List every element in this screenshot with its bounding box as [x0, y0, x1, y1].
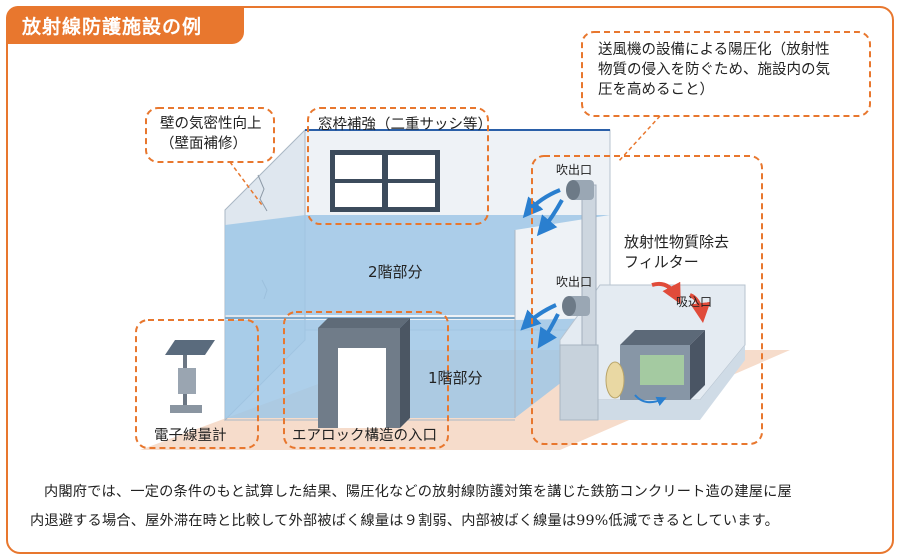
caption-line: 内閣府では、一定の条件のもと試算した結果、陽圧化などの放射線防護対策を講じた鉄筋…	[44, 484, 792, 500]
fan-outlet-icon	[566, 180, 594, 200]
callout-box-airlock	[283, 311, 449, 449]
filter-unit-icon	[605, 330, 705, 407]
callout-dosimeter: 電子線量計	[154, 428, 227, 444]
airflow-arrow	[520, 303, 557, 331]
airlock-entrance	[318, 318, 410, 428]
filter-room-front	[559, 344, 599, 421]
airflow-arrow	[537, 313, 560, 349]
airflow-arrow	[536, 199, 564, 237]
caption-paragraph: 内閣府では、一定の条件のもと試算した結果、陽圧化などの放射線防護対策を講じた鉄筋…	[30, 478, 878, 536]
leader-line	[229, 161, 263, 206]
callout-pressurization-line: 圧を高めること）	[598, 82, 714, 98]
floor2-zone	[225, 215, 610, 315]
callout-box-window	[307, 107, 489, 225]
callout-pressurization-line: 物質の侵入を防ぐため、施設内の気	[598, 62, 830, 78]
callout-wall-line: 壁の気密性向上	[160, 116, 262, 132]
callout-wall-line: （壁面補修）	[160, 136, 247, 152]
callout-filter-line: フィルター	[624, 253, 699, 271]
callout-box-pressurization	[581, 31, 871, 117]
intake-arrow	[689, 293, 711, 323]
callout-box-wall	[145, 107, 275, 163]
air-duct	[581, 184, 597, 346]
callout-box-side-unit	[531, 155, 763, 445]
intake-arrow	[651, 281, 681, 305]
callout-filter-line: 放射性物質除去	[624, 233, 730, 251]
label-floor1: 1階部分	[428, 369, 483, 387]
label-outlet-top: 吹出口	[556, 163, 593, 177]
dosimeter-icon	[165, 340, 215, 413]
filter-room-floor	[560, 345, 745, 420]
callout-filter: 放射性物質除去 フィルター	[624, 232, 729, 272]
callout-pressurization-line: 送風機の設備による陽圧化（放射性	[598, 42, 830, 58]
callout-pressurization: 送風機の設備による陽圧化（放射性 物質の侵入を防ぐため、施設内の気 圧を高めるこ…	[598, 40, 868, 100]
figure-title: 放射線防護施設の例	[6, 6, 244, 44]
callout-window: 窓枠補強（二重サッシ等）	[318, 117, 492, 133]
facility-diagram	[135, 31, 871, 450]
fan-outlet-icon	[562, 296, 590, 316]
label-floor2: 2階部分	[368, 263, 423, 281]
callout-airlock: エアロック構造の入口	[292, 428, 437, 444]
callout-wall: 壁の気密性向上 （壁面補修）	[160, 114, 262, 154]
caption-line: 内退避する場合、屋外滞在時と比較して外部被ばく線量は９割弱、内部被ばく線量は99…	[30, 513, 779, 529]
double-sash-window	[330, 150, 440, 212]
airflow-arrow	[522, 188, 561, 219]
label-outlet-bottom: 吹出口	[556, 275, 593, 289]
label-intake: 吸込口	[676, 295, 713, 309]
leader-line	[617, 115, 661, 163]
